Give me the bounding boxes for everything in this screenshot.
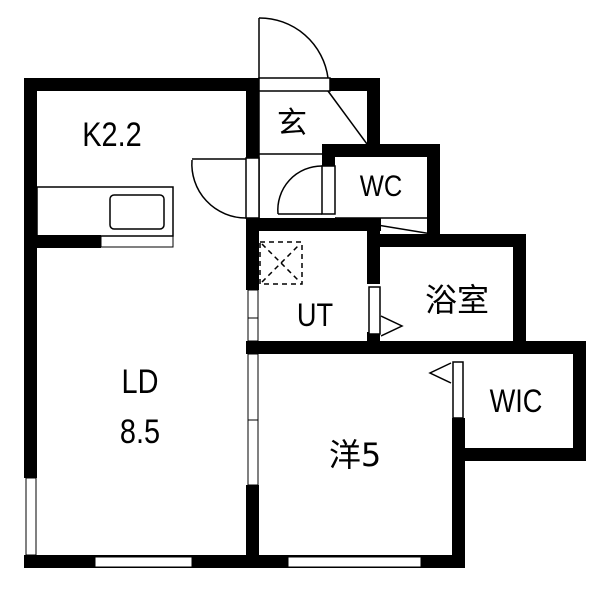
room-label-western: 洋5 (328, 436, 382, 474)
room-label-utility: UT (296, 297, 334, 333)
room-label-wic: WIC (489, 383, 543, 419)
kitchen-counter (36, 186, 174, 237)
bath-door (368, 286, 404, 337)
wc-door (277, 165, 433, 235)
kitchen-door (191, 157, 260, 219)
room-label-living-line1: LD (121, 363, 159, 401)
wic-door (428, 361, 464, 419)
room-label-wc: WC (359, 170, 403, 203)
windows (25, 235, 422, 568)
washer-space (259, 241, 303, 285)
room-label-living-line2: 8.5 (119, 413, 161, 451)
room-label-bathroom: 浴室 (424, 281, 490, 319)
entrance-door (258, 17, 368, 218)
room-label-kitchen: K2.2 (82, 116, 142, 154)
room-label-entrance: 玄 (277, 106, 307, 141)
